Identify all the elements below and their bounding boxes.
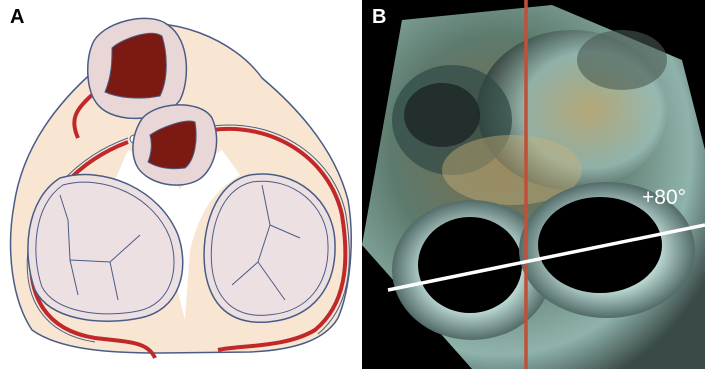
plane-angle-label: +80° <box>642 186 686 210</box>
echo-render <box>362 0 705 369</box>
panel-a-schematic: A <box>0 0 360 369</box>
valve-schematic <box>0 0 360 369</box>
panel-b-echo-image: B <box>362 0 705 369</box>
panel-b-label: B <box>372 6 386 29</box>
right-chamber-inner <box>211 181 328 315</box>
